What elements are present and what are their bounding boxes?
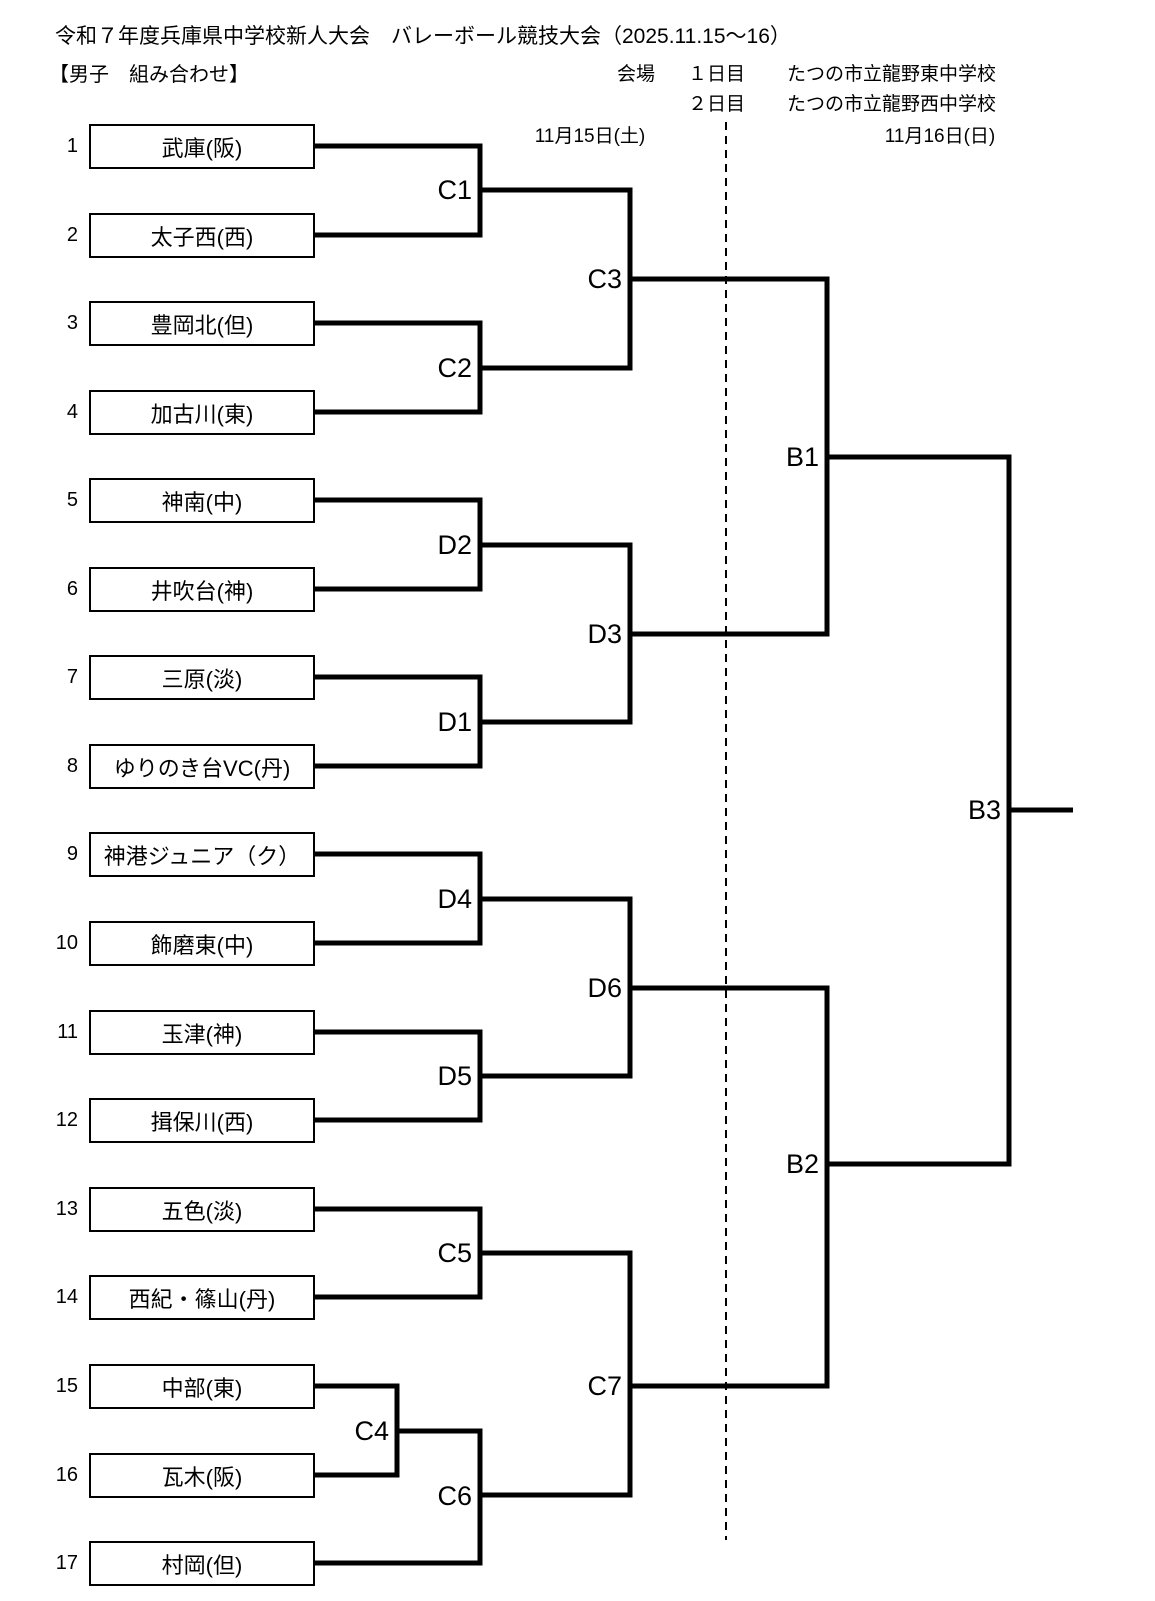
match-c7-connector <box>480 1250 633 1498</box>
seed-number-7: 7 <box>66 666 78 688</box>
match-label-c3: C3 <box>587 264 622 294</box>
seed-number-5: 5 <box>66 489 78 511</box>
match-label-c7: C7 <box>587 1371 622 1401</box>
bracket-subtitle: 【男子 組み合わせ】 <box>49 64 249 86</box>
match-label-d2: D2 <box>437 530 472 560</box>
venue-day2-name: たつの市立龍野西中学校 <box>787 94 997 115</box>
seed-number-8: 8 <box>66 755 78 777</box>
team-name: ゆりのき台VC(丹) <box>113 755 291 781</box>
seed-number-1: 1 <box>66 135 78 157</box>
team-name: 瓦木(阪) <box>161 1464 243 1490</box>
match-label-c2: C2 <box>437 353 472 383</box>
team-name: 神南(中) <box>161 489 243 515</box>
seed-number-3: 3 <box>66 312 78 334</box>
team-name: 中部(東) <box>161 1375 243 1401</box>
seed-number-16: 16 <box>55 1464 78 1486</box>
seed-number-10: 10 <box>55 932 78 954</box>
seed-number-2: 2 <box>66 224 78 246</box>
team-name: 太子西(西) <box>150 224 254 250</box>
team-box-5: 神南(中) <box>89 478 315 523</box>
team-name: 井吹台(神) <box>150 578 254 604</box>
seed-number-17: 17 <box>55 1552 78 1574</box>
seed-number-15: 15 <box>55 1375 78 1397</box>
day1-date-label: 11月15日(土) <box>534 126 646 147</box>
team-box-7: 三原(淡) <box>89 655 315 700</box>
match-label-d6: D6 <box>587 973 622 1003</box>
team-name: 神港ジュニア（ク） <box>103 843 301 869</box>
team-box-14: 西紀・篠山(丹) <box>89 1275 315 1320</box>
team-box-1: 武庫(阪) <box>89 124 315 169</box>
match-label-b3: B3 <box>967 795 1001 825</box>
match-label-b2: B2 <box>785 1149 819 1179</box>
match-label-c1: C1 <box>437 175 472 205</box>
team-box-12: 揖保川(西) <box>89 1098 315 1143</box>
team-name: 飾磨東(中) <box>150 932 254 958</box>
match-b2-connector <box>630 985 830 1389</box>
team-name: 五色(淡) <box>161 1198 243 1224</box>
team-box-3: 豊岡北(但) <box>89 301 315 346</box>
seed-number-9: 9 <box>66 843 78 865</box>
venue-day2-label: ２日目 <box>688 94 746 115</box>
team-box-11: 玉津(神) <box>89 1010 315 1055</box>
match-label-c4: C4 <box>354 1416 389 1446</box>
team-name: 揖保川(西) <box>150 1109 254 1135</box>
venue-day1-name: たつの市立龍野東中学校 <box>787 64 997 85</box>
match-label-b1: B1 <box>785 442 819 472</box>
team-box-2: 太子西(西) <box>89 213 315 258</box>
team-box-15: 中部(東) <box>89 1364 315 1409</box>
match-label-d5: D5 <box>437 1061 472 1091</box>
match-label-c5: C5 <box>437 1238 472 1268</box>
day2-date-label: 11月16日(日) <box>884 126 996 147</box>
match-label-d4: D4 <box>437 884 472 914</box>
venue-day1-label: １日目 <box>688 64 746 85</box>
team-name: 村岡(但) <box>161 1552 243 1578</box>
team-box-10: 飾磨東(中) <box>89 921 315 966</box>
seed-number-12: 12 <box>55 1109 78 1131</box>
seed-number-13: 13 <box>55 1198 78 1220</box>
team-box-16: 瓦木(阪) <box>89 1453 315 1498</box>
seed-number-14: 14 <box>55 1286 78 1308</box>
team-box-8: ゆりのき台VC(丹) <box>89 744 315 789</box>
team-box-9: 神港ジュニア（ク） <box>89 832 315 877</box>
team-name: 豊岡北(但) <box>150 312 254 338</box>
venue-label: 会場 <box>617 64 656 85</box>
team-box-17: 村岡(但) <box>89 1541 315 1586</box>
seed-number-6: 6 <box>66 578 78 600</box>
team-name: 加古川(東) <box>150 401 254 427</box>
team-name: 武庫(阪) <box>161 135 243 161</box>
page-title: 令和７年度兵庫県中学校新人大会 バレーボール競技大会（2025.11.15～16… <box>55 25 791 48</box>
match-label-d3: D3 <box>587 619 622 649</box>
team-box-13: 五色(淡) <box>89 1187 315 1232</box>
match-label-d1: D1 <box>437 707 472 737</box>
team-name: 三原(淡) <box>161 666 243 692</box>
team-name: 西紀・篠山(丹) <box>128 1286 276 1312</box>
seed-number-4: 4 <box>66 401 78 423</box>
team-box-4: 加古川(東) <box>89 390 315 435</box>
team-name: 玉津(神) <box>161 1021 243 1047</box>
team-box-6: 井吹台(神) <box>89 567 315 612</box>
seed-number-11: 11 <box>57 1021 78 1043</box>
match-label-c6: C6 <box>437 1481 472 1511</box>
